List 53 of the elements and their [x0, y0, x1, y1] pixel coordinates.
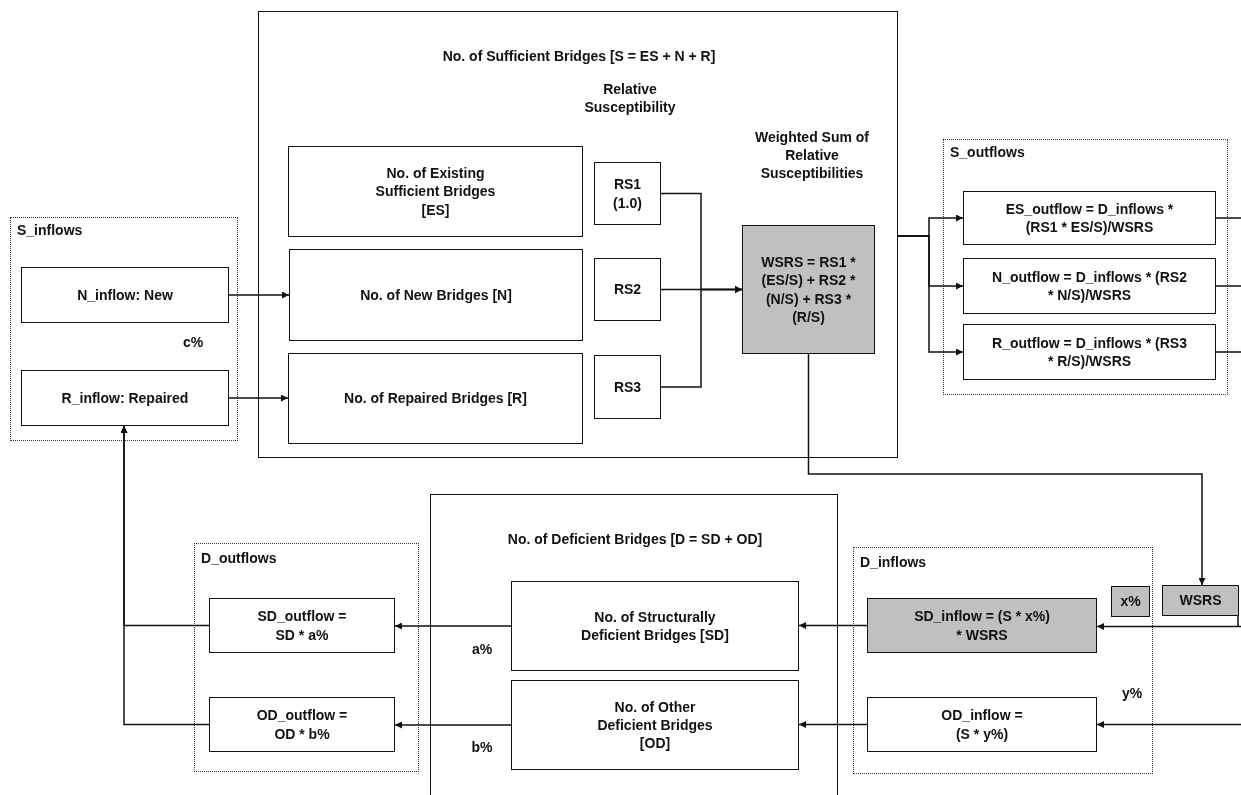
arrow [897, 235, 964, 356]
process-box: RS2 [594, 258, 661, 321]
group-title: D_outflows [201, 550, 277, 566]
group-title: S_inflows [17, 222, 83, 238]
arrow [660, 286, 743, 388]
arrow [394, 721, 512, 729]
group-title: No. of Deficient Bridges [D = SD + OD] [506, 531, 764, 547]
rate-label: a% [470, 640, 494, 659]
shaded-box: SD_inflow = (S * x%) * WSRS [867, 598, 1097, 653]
dotted-group-box [10, 217, 238, 441]
process-box: RS1 (1.0) [594, 162, 661, 225]
group-title: D_inflows [860, 554, 927, 570]
process-box: ES_outflow = D_inflows * (RS1 * ES/S)/WSRS [963, 191, 1216, 245]
shaded-box: x% [1111, 586, 1150, 617]
arrow [798, 721, 868, 728]
process-box: OD_inflow = (S * y%) [867, 697, 1097, 752]
dotted-group-box [194, 543, 419, 772]
rate-label: c% [181, 333, 205, 352]
process-box: SD_outflow = SD * a% [209, 598, 395, 653]
arrow [120, 425, 210, 726]
arrow [228, 291, 290, 299]
shaded-box: WSRS [1162, 585, 1239, 616]
process-box: No. of Repaired Bridges [R] [288, 353, 583, 444]
shaded-box: WSRS = RS1 * (ES/S) + RS2 * (N/S) + RS3 * (R/S) [742, 225, 875, 354]
connector-line [1215, 351, 1241, 353]
process-box: R_inflow: Repaired [21, 370, 229, 426]
connector-line [1215, 285, 1241, 287]
group-title: No. of Sufficient Bridges [S = ES + N + R] [441, 48, 717, 64]
group-title: S_outflows [950, 144, 1025, 160]
column-heading: Weighted Sum of Relative Susceptibilities [753, 128, 871, 183]
rate-label: b% [470, 738, 494, 757]
arrow [228, 394, 289, 402]
process-box: No. of New Bridges [N] [289, 249, 583, 341]
process-box: No. of Existing Sufficient Bridges [ES] [288, 146, 583, 237]
process-box: N_inflow: New [21, 267, 229, 323]
process-box: OD_outflow = OD * b% [209, 697, 395, 752]
group-frame [430, 494, 838, 795]
arrow [807, 353, 1206, 586]
process-box: N_outflow = D_inflows * (RS2 * N/S)/WSRS [963, 258, 1216, 314]
group-frame [258, 11, 898, 458]
dotted-group-box [853, 547, 1153, 774]
column-heading: Relative Susceptibility [583, 80, 677, 117]
arrow [1096, 615, 1241, 630]
process-box: RS3 [594, 355, 661, 419]
arrow [394, 622, 512, 630]
arrow [798, 622, 868, 629]
arrow [1096, 721, 1241, 728]
process-box: R_outflow = D_inflows * (RS3 * R/S)/WSRS [963, 324, 1216, 380]
process-box: No. of Other Deficient Bridges [OD] [511, 680, 799, 770]
rate-label: y% [1120, 684, 1144, 703]
connector-line [1215, 217, 1241, 219]
process-box: No. of Structurally Deficient Bridges [SD] [511, 581, 799, 671]
dotted-group-box [943, 139, 1228, 395]
